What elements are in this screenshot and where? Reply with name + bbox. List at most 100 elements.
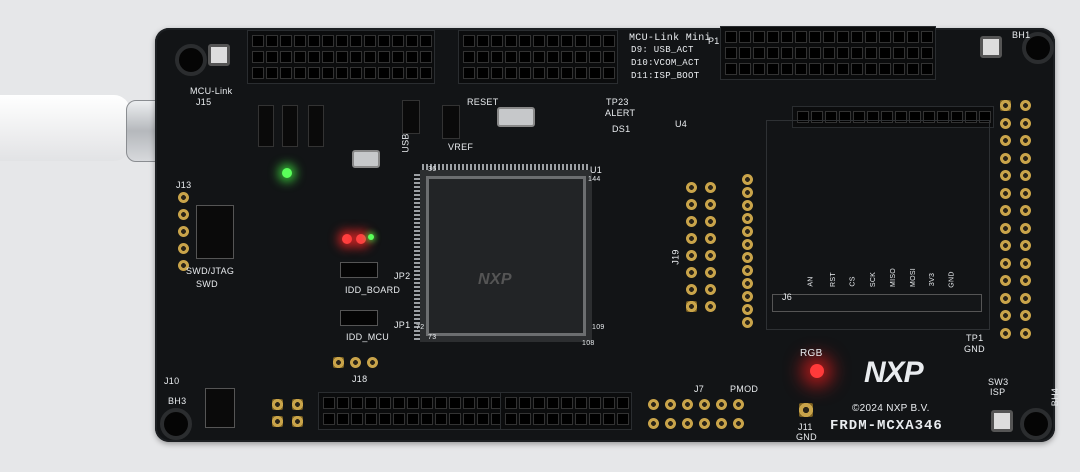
jp1-label: JP1: [394, 320, 411, 330]
j-left-gold-col1: [272, 399, 283, 427]
j11-gnd-label: GND: [796, 432, 817, 442]
j13-pins: [178, 192, 189, 271]
j6-pin-3v3: 3V3: [929, 272, 937, 287]
jumper-jp4[interactable]: [308, 105, 324, 147]
crystal-y1: [497, 107, 535, 127]
jumper-usb[interactable]: [402, 100, 420, 134]
led-red-1: [342, 234, 352, 244]
tp23-label: TP23: [606, 97, 629, 107]
mcu-link-label: MCU-Link: [190, 86, 233, 96]
top-header-right: [720, 26, 936, 80]
chip-pins-top: [422, 164, 590, 170]
usb-label: USB: [400, 133, 411, 153]
chip-pin-109: 109: [592, 324, 605, 331]
j6-pin-an: AN: [807, 276, 815, 287]
j6-pin-gnd: GND: [948, 271, 956, 288]
j18-header: [333, 357, 378, 368]
mounting-hole-bottom-left: [160, 408, 192, 440]
j6-connector: [772, 294, 982, 312]
bh3-label: BH3: [168, 396, 187, 406]
wakeup-button[interactable]: [980, 36, 1002, 58]
p1-label: P1: [708, 36, 720, 46]
bh4-label: BH4: [1050, 387, 1061, 407]
j15-label: J15: [196, 97, 212, 107]
jumper-jp2a[interactable]: [258, 105, 274, 147]
tp1-gnd-label: GND: [964, 344, 985, 354]
vref-label: VREF: [448, 142, 474, 152]
bh1-label: BH1: [1012, 30, 1031, 40]
board-model: FRDM-MCXA346: [830, 418, 943, 434]
j6-pin-cs: CS: [849, 276, 857, 287]
jumper-idd-board[interactable]: [340, 262, 378, 278]
mounting-hole-bottom-right: [1020, 408, 1052, 440]
u4-label: U4: [675, 119, 688, 129]
sw3-label: SW3: [988, 377, 1009, 387]
top-header-middle: [458, 30, 618, 84]
alert-label: ALERT: [605, 108, 636, 118]
j6-label: J6: [782, 292, 793, 302]
mcu-link-led-d10: D10:VCOM_ACT: [631, 58, 700, 68]
chip-pin-108: 108: [582, 340, 595, 347]
usb-cable: [0, 95, 130, 161]
j6-pin-miso: MISO: [890, 267, 898, 288]
right-gold-header-col2: [1020, 100, 1031, 339]
mcu-link-title: MCU-Link Mini: [629, 33, 711, 44]
copyright-text: ©2024 NXP B.V.: [852, 403, 930, 414]
frdm-board: [155, 28, 1055, 442]
j11-pad: [799, 403, 813, 417]
rgb-led: [810, 364, 824, 378]
sensor-socket-area: [766, 120, 990, 330]
nxp-logo: NXP: [864, 356, 924, 389]
j19-label: J19: [670, 249, 681, 265]
led-green: [282, 168, 292, 178]
j13-label: J13: [176, 180, 192, 190]
bottom-header-middle: [500, 392, 632, 430]
swd-jtag-label: SWD/JTAG: [186, 266, 235, 276]
led-green-small: [368, 234, 374, 240]
jumper-jp3[interactable]: [282, 105, 298, 147]
chip-logo: NXP: [478, 271, 512, 288]
j6-pin-rst: RST: [829, 272, 837, 287]
jp2-label: JP2: [394, 271, 411, 281]
bottom-header-left: [318, 392, 506, 430]
pmod-row2: [648, 418, 744, 429]
reset-label: RESET: [467, 97, 499, 107]
j10-label: J10: [164, 376, 180, 386]
mcu-link-led-d11: D11:ISP_BOOT: [631, 71, 700, 81]
tp1-label: TP1: [966, 333, 984, 343]
idd-mcu-label: IDD_MCU: [346, 332, 390, 342]
mcu-chip: NXP: [420, 170, 592, 342]
chip-pin-73: 73: [428, 334, 437, 341]
swd-label: SWD: [196, 279, 218, 289]
socket-header: [792, 106, 994, 128]
j-left-gold-col2: [292, 399, 303, 427]
j7-label: J7: [694, 384, 705, 394]
jumper-idd-mcu[interactable]: [340, 310, 378, 326]
crystal-y2: [352, 150, 380, 168]
j6-pin-mosi: MOSI: [910, 267, 918, 288]
mounting-hole-top-left: [175, 44, 207, 76]
swd-jtag-connector: [196, 205, 234, 259]
pmod-row1: [648, 399, 744, 410]
chip-pin-36: 36: [428, 166, 437, 173]
u1-label: U1: [590, 165, 603, 175]
j19-col2: [705, 182, 716, 312]
pmod-label: PMOD: [730, 384, 759, 394]
reset-button-left[interactable]: [208, 44, 230, 66]
ds1-label: DS1: [612, 124, 631, 134]
chip-pin-144: 144: [588, 176, 601, 183]
j19-col1: [686, 182, 697, 312]
j18-label: J18: [352, 374, 368, 384]
led-red-2: [356, 234, 366, 244]
j11-label: J11: [798, 422, 813, 432]
jumper-vref[interactable]: [442, 105, 460, 139]
isp-button[interactable]: [991, 410, 1013, 432]
chip-pins-left: [414, 172, 420, 340]
j19-castellated: [742, 174, 753, 328]
mcu-link-led-d9: D9: USB_ACT: [631, 45, 694, 55]
chip-pin-72: 72: [416, 324, 425, 331]
j6-pin-sck: SCK: [870, 271, 878, 288]
mounting-hole-top-right: [1022, 32, 1054, 64]
idd-board-label: IDD_BOARD: [345, 285, 401, 295]
